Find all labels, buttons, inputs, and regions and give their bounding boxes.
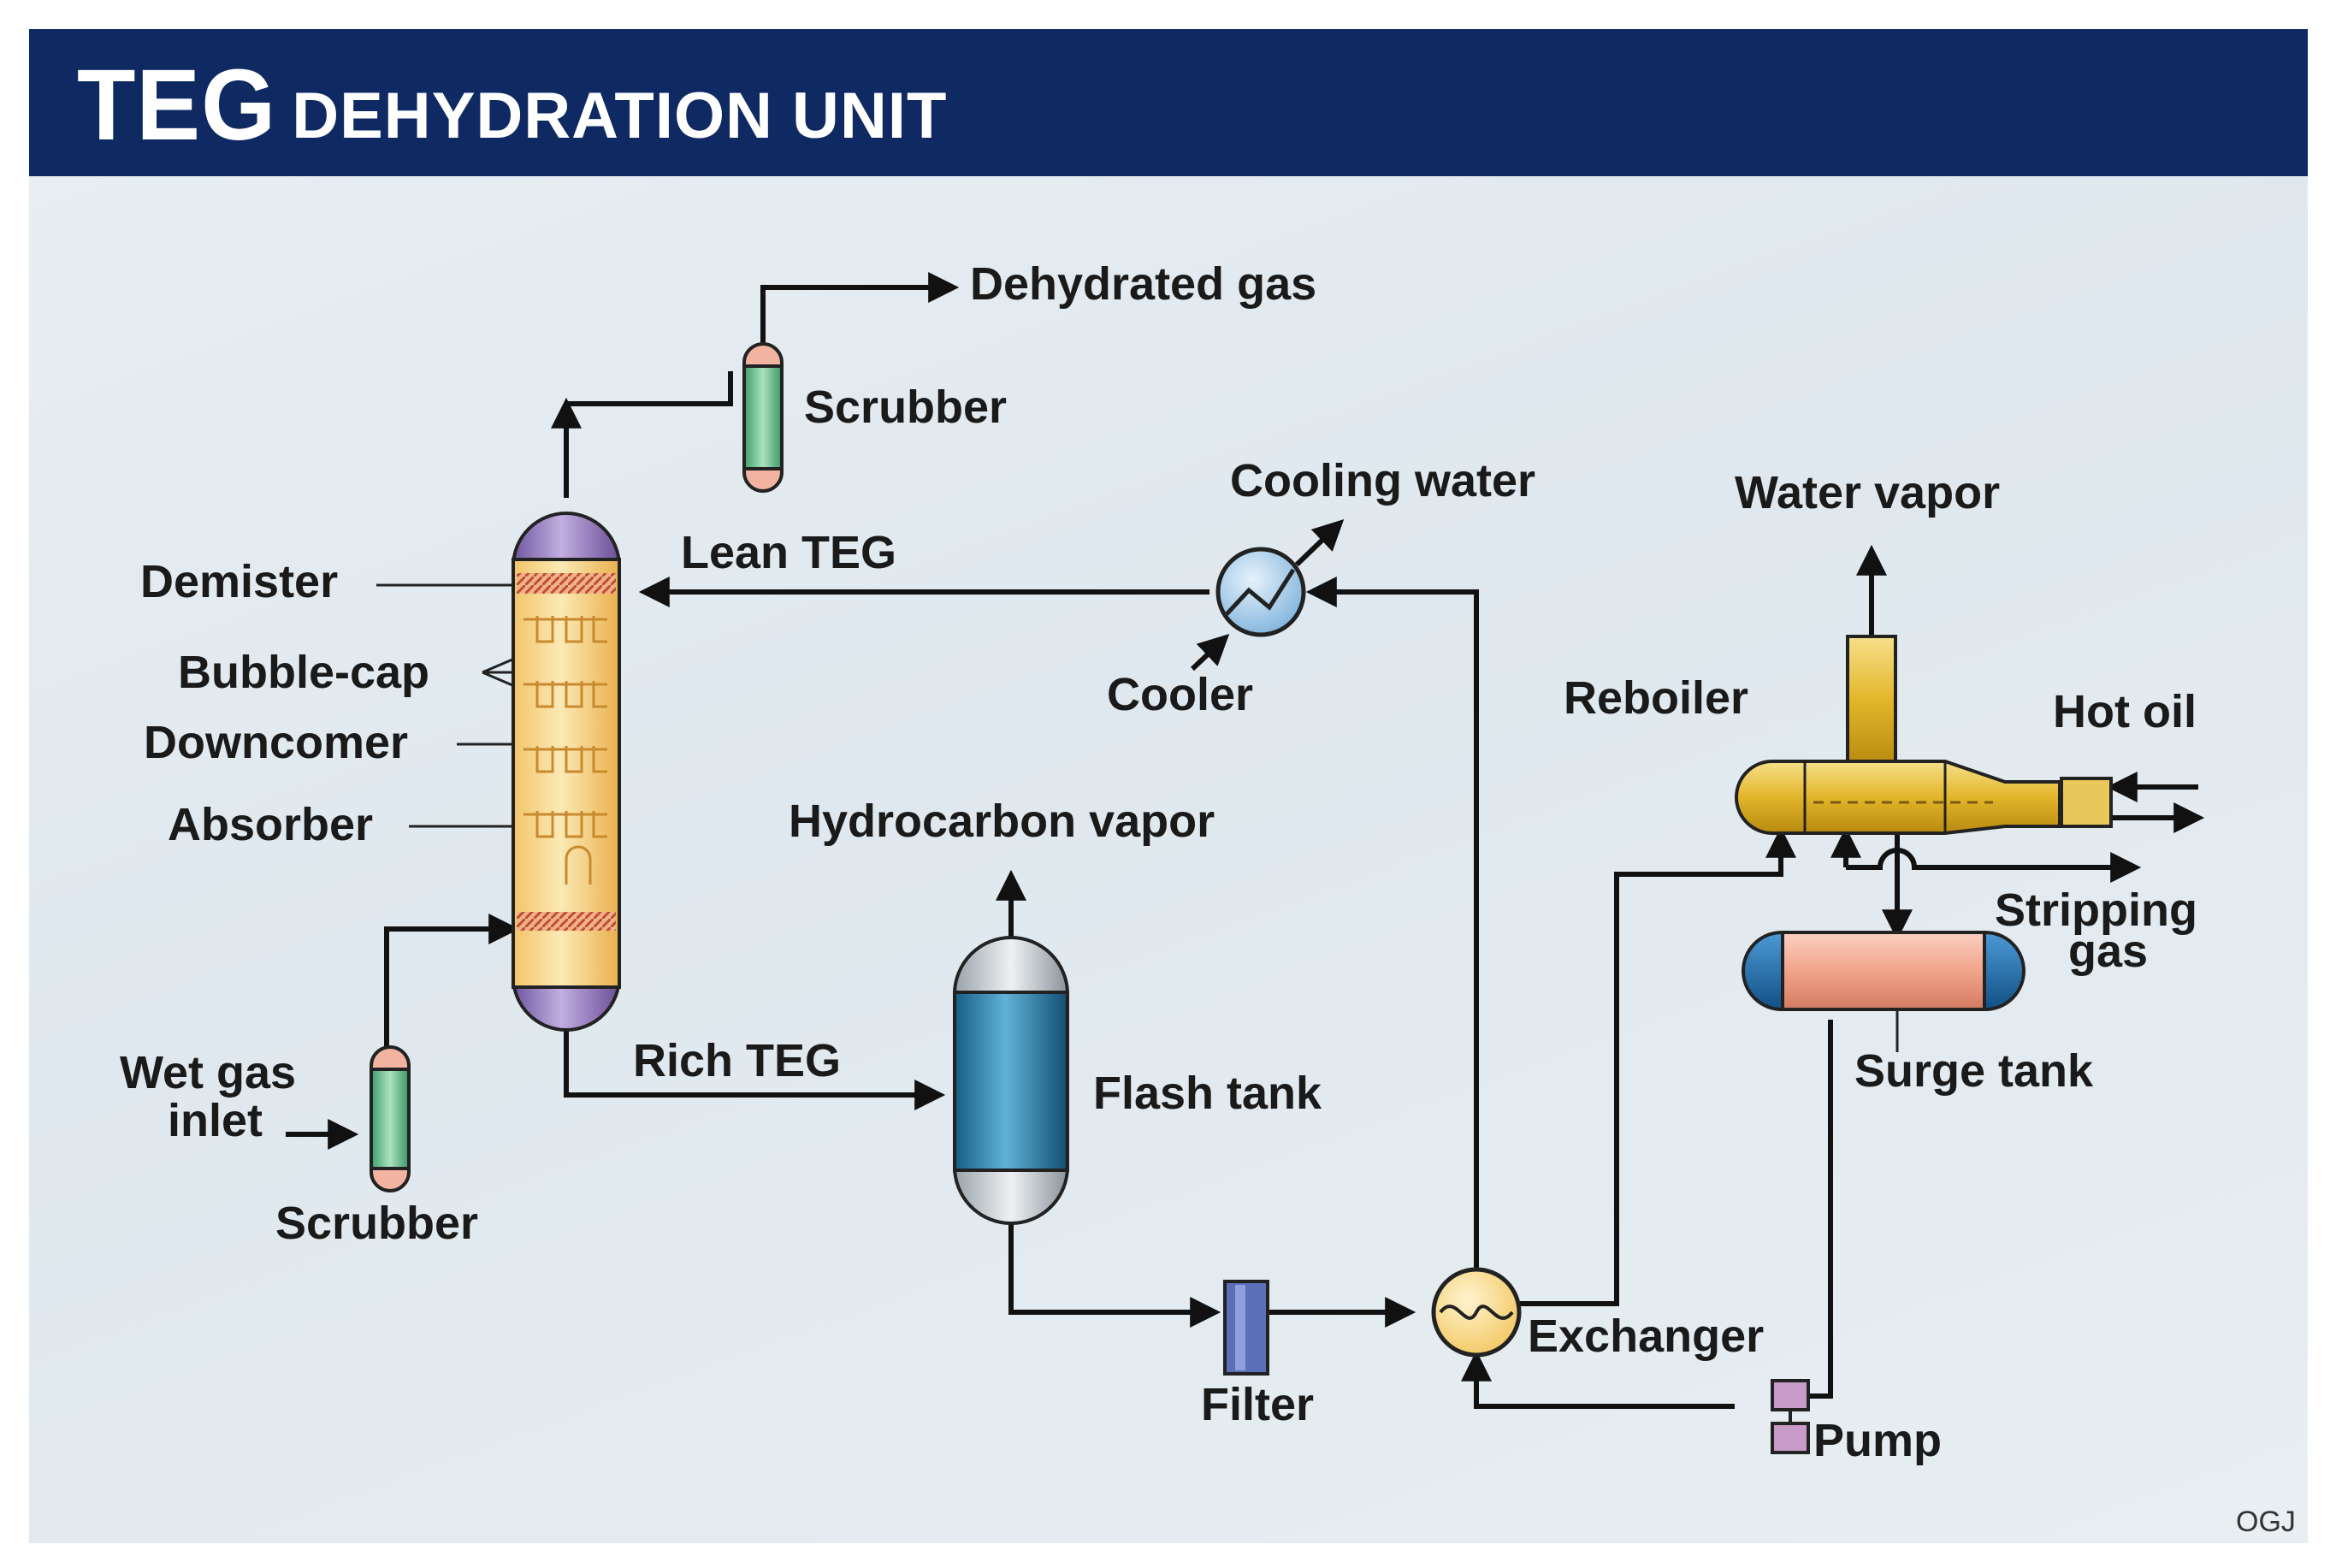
flash-tank-vessel	[953, 936, 1069, 1225]
reboiler-still-column	[1846, 635, 1897, 766]
absorber-column	[512, 512, 621, 1032]
pipe-to-top-scrubber	[566, 371, 733, 406]
label-flash-tank: Flash tank	[1093, 1068, 1322, 1119]
label-stripping-gas-line2: gas	[2068, 926, 2148, 977]
process-flow-diagram: Dehydrated gas Scrubber Cooling water Wa…	[120, 258, 2296, 1538]
pipe-exchanger-to-reboiler	[1517, 826, 1796, 1306]
label-exchanger: Exchanger	[1528, 1311, 1764, 1362]
cooling-water-out-arrow	[1294, 519, 1345, 567]
pipe-pump-to-exchanger	[1461, 1350, 1735, 1409]
label-rich-teg: Rich TEG	[633, 1035, 841, 1086]
pipe-wet-gas-to-absorber	[384, 914, 520, 1054]
label-wet-gas-line1: Wet gas	[120, 1047, 296, 1098]
label-hydrocarbon-vapor: Hydrocarbon vapor	[789, 796, 1215, 847]
label-hot-oil: Hot oil	[2053, 686, 2197, 737]
label-cooling-water: Cooling water	[1230, 455, 1535, 506]
cooler-unit	[1215, 547, 1306, 637]
demister-pad	[517, 573, 616, 594]
label-surge-tank: Surge tank	[1854, 1045, 2094, 1097]
label-scrubber-bottom: Scrubber	[275, 1198, 478, 1249]
piping	[286, 272, 2205, 1409]
reboiler-unit	[1735, 635, 2113, 835]
label-stripping-gas-line1: Stripping	[1995, 885, 2197, 936]
label-downcomer: Downcomer	[144, 717, 408, 768]
pipe-surge-to-pump	[1772, 1020, 1833, 1399]
bottom-demister-pad	[517, 912, 616, 931]
label-dehydrated-gas: Dehydrated gas	[970, 258, 1316, 310]
label-cooler: Cooler	[1107, 669, 1253, 720]
pump-unit	[1771, 1379, 1810, 1454]
pipe-exchanger-to-cooler	[1305, 577, 1479, 1269]
pipe-rich-teg	[564, 1028, 946, 1110]
label-water-vapor: Water vapor	[1735, 467, 2000, 518]
title-sub: DEHYDRATION UNIT	[292, 80, 948, 152]
bottom-scrubber-vessel	[370, 1045, 411, 1192]
filter-unit	[1223, 1280, 1269, 1376]
pipe-flash-to-filter	[1008, 1215, 1221, 1328]
cooling-water-in-arrow	[1190, 634, 1230, 672]
label-bubble-cap: Bubble-cap	[178, 647, 429, 698]
title-main: TEG	[77, 48, 277, 162]
labels: Dehydrated gas Scrubber Cooling water Wa…	[120, 258, 2296, 1538]
surge-tank-vessel	[1742, 931, 2026, 1011]
label-reboiler: Reboiler	[1564, 672, 1748, 724]
label-scrubber-top: Scrubber	[804, 382, 1007, 433]
label-lean-teg: Lean TEG	[681, 527, 896, 578]
bubble-cap-trays	[523, 616, 607, 885]
label-demister: Demister	[140, 556, 338, 607]
label-absorber: Absorber	[168, 799, 373, 850]
pipe-dehydrated-gas	[760, 272, 960, 346]
label-filter: Filter	[1201, 1379, 1314, 1430]
label-wet-gas-line2: inlet	[168, 1095, 263, 1146]
top-scrubber-vessel	[742, 342, 784, 493]
pipe-stripping-gas-feed	[1846, 848, 2142, 883]
credit-ogj: OGJ	[2236, 1506, 2296, 1538]
label-pump: Pump	[1813, 1415, 1942, 1466]
heat-exchanger	[1431, 1267, 1522, 1358]
